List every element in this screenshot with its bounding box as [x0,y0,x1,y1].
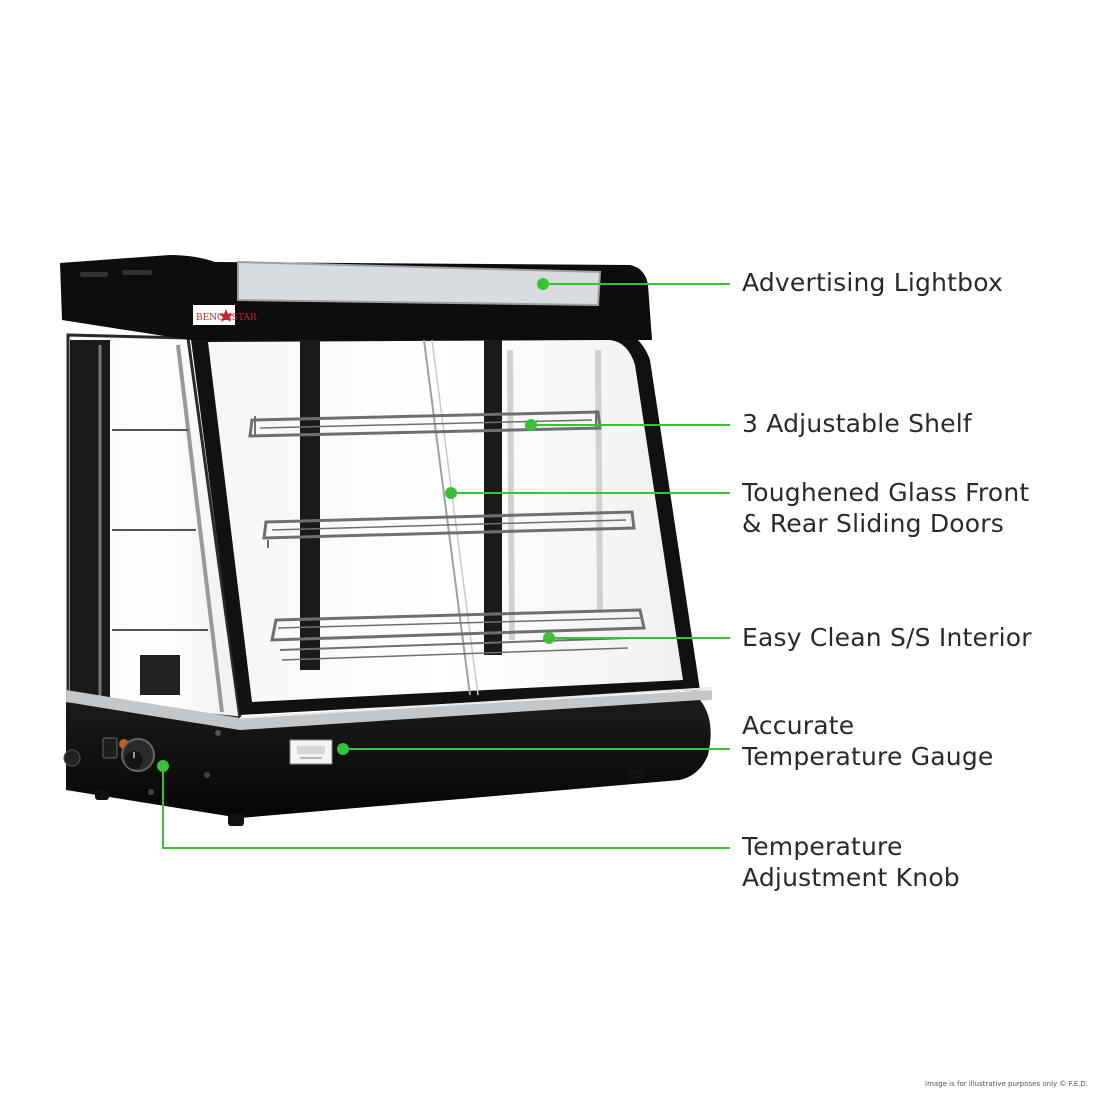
leader-adjustment-knob [162,766,730,849]
callout-adjustment-knob: Temperature Adjustment Knob [742,832,960,892]
dot-ss-interior [543,632,555,644]
shelf-middle [262,510,636,548]
temperature-knob [121,738,155,772]
dot-sliding-doors [445,487,457,499]
disclaimer-footnote: Image is for illustrative purposes only … [925,1080,1088,1088]
shelf-top [248,410,602,438]
dot-advertising-lightbox [537,278,549,290]
callout-dots [157,278,555,772]
callout-adjustable-shelf: 3 Adjustable Shelf [742,409,972,438]
dot-adjustable-shelf [525,419,537,431]
temperature-gauge [289,739,333,765]
callout-lines [162,283,730,849]
callout-sliding-doors: Toughened Glass Front & Rear Sliding Doo… [742,478,1030,538]
callout-temperature-gauge: Accurate Temperature Gauge [742,711,994,771]
food-warmer-cabinet: BENCHSTAR [60,255,713,826]
dot-adjustment-knob [157,760,169,772]
dot-temperature-gauge [337,743,349,755]
shelf-bottom [270,608,646,661]
cabinet-base [66,700,711,818]
callout-advertising-lightbox: Advertising Lightbox [742,268,1003,297]
callout-ss-interior: Easy Clean S/S Interior [742,623,1032,652]
